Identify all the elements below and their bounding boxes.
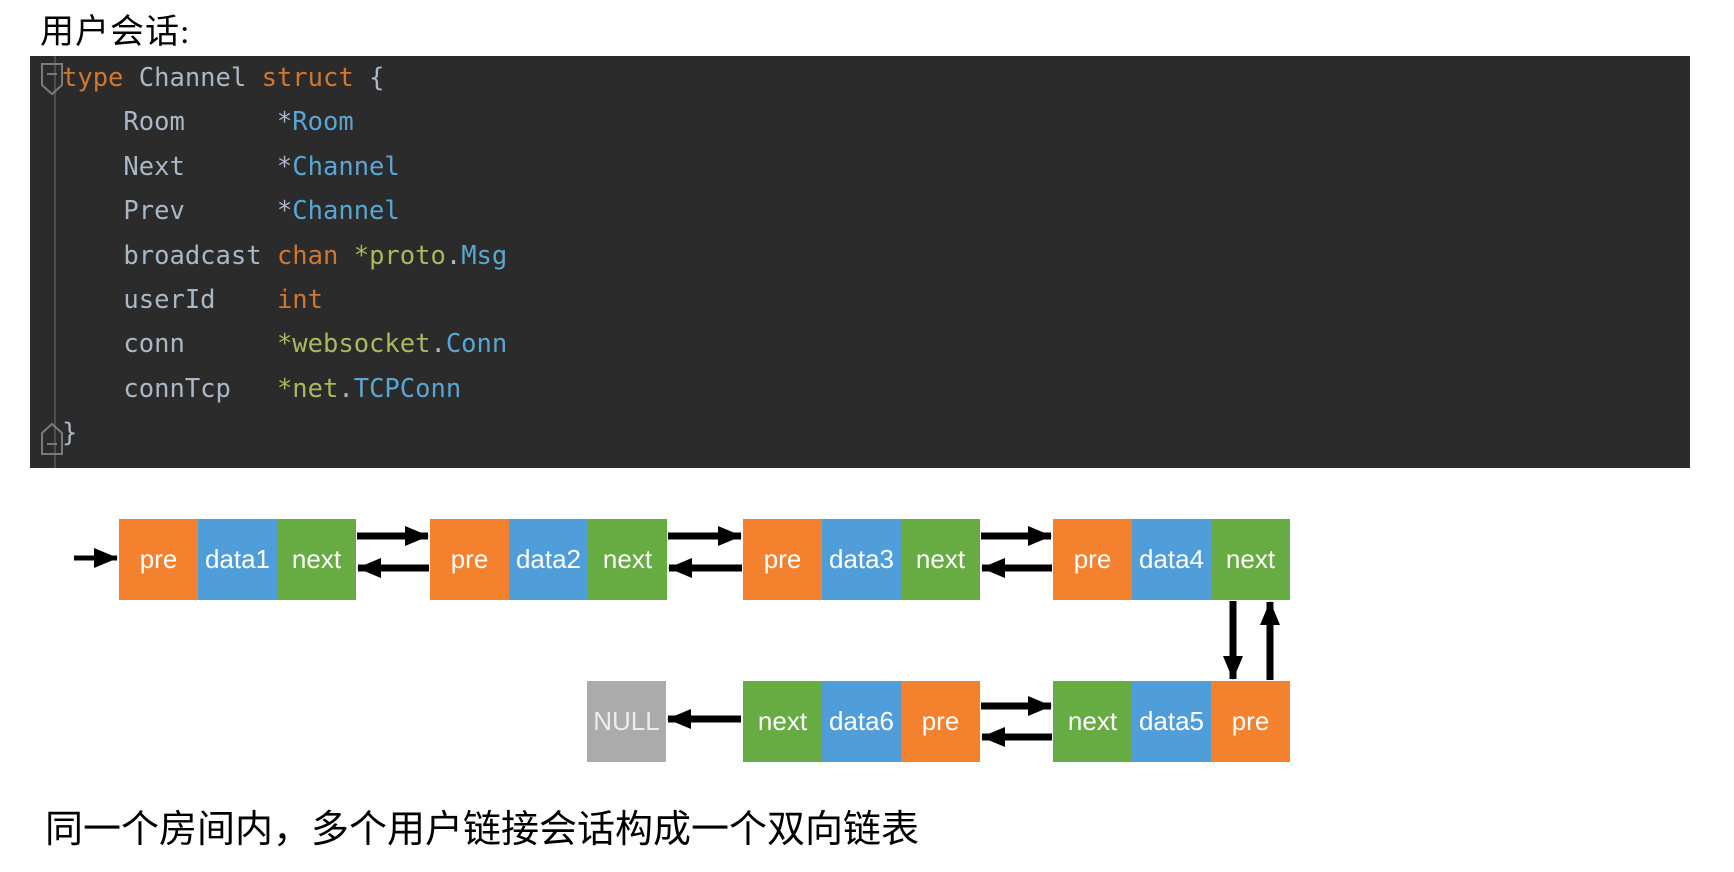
code-token: int: [276, 284, 323, 315]
code-token: Channel: [292, 151, 400, 182]
node1-cell-pre: pre: [119, 519, 198, 600]
code-token: Next *: [62, 151, 293, 182]
code-lines: type Channel struct { Room *Room Next *C…: [62, 56, 507, 456]
code-token: Channel: [123, 63, 262, 93]
page-title: 用户会话:: [40, 14, 191, 51]
node4-cell-data4: data4: [1132, 519, 1211, 600]
code-token: *proto: [353, 240, 446, 271]
diagram-caption: 同一个房间内，多个用户链接会话构成一个双向链表: [45, 809, 920, 851]
code-line: connTcp *net.TCPConn: [62, 367, 507, 411]
node2-cell-next: next: [588, 519, 667, 600]
code-line: Room *Room: [62, 100, 507, 144]
code-token: struct: [261, 63, 354, 93]
code-token: }: [62, 418, 78, 449]
node3-cell-data3: data3: [822, 519, 901, 600]
code-token: .: [445, 240, 462, 271]
node5-cell-next: next: [1053, 681, 1132, 762]
code-token: broadcast: [62, 240, 277, 271]
code-token: Prev *: [62, 196, 293, 227]
node4-cell-next: next: [1211, 519, 1290, 600]
gutter-divider: [54, 56, 56, 468]
null-box: NULL: [587, 681, 666, 762]
node2-cell-pre: pre: [430, 519, 509, 600]
code-line: Next *Channel: [62, 145, 507, 189]
node5-cell-pre: pre: [1211, 681, 1290, 762]
node2-cell-data2: data2: [509, 519, 588, 600]
code-line: Prev *Channel: [62, 189, 507, 233]
code-token: conn: [62, 329, 277, 360]
code-token: chan: [276, 240, 339, 271]
code-token: Msg: [461, 240, 508, 271]
code-token: .: [338, 373, 354, 404]
node1-cell-data1: data1: [198, 519, 277, 600]
code-token: Room: [292, 107, 354, 138]
fold-collapse-bottom-icon[interactable]: [39, 422, 65, 461]
code-line: }: [62, 411, 507, 455]
code-token: {: [353, 63, 385, 93]
node3-cell-next: next: [901, 519, 980, 600]
code-token: connTcp: [62, 373, 277, 404]
code-token: *net: [276, 373, 339, 404]
code-editor[interactable]: type Channel struct { Room *Room Next *C…: [30, 56, 1690, 468]
code-token: Channel: [292, 196, 400, 227]
node6-cell-pre: pre: [901, 681, 980, 762]
code-line: conn *websocket.Conn: [62, 322, 507, 366]
code-token: Conn: [445, 329, 508, 360]
code-token: TCPConn: [353, 373, 462, 404]
code-token: .: [430, 329, 446, 360]
code-line: type Channel struct {: [62, 56, 507, 100]
node5-cell-data5: data5: [1132, 681, 1211, 762]
fold-collapse-top-icon[interactable]: [39, 62, 65, 101]
node6-cell-data6: data6: [822, 681, 901, 762]
code-line: userId int: [62, 278, 507, 322]
node3-cell-pre: pre: [743, 519, 822, 600]
code-token: type: [62, 63, 124, 93]
node1-cell-next: next: [277, 519, 356, 600]
node6-cell-next: next: [743, 681, 822, 762]
code-token: userId: [62, 284, 277, 315]
code-line: broadcast chan *proto.Msg: [62, 234, 507, 278]
code-token: Room *: [62, 107, 293, 138]
node4-cell-pre: pre: [1053, 519, 1132, 600]
code-token: *websocket: [276, 329, 431, 360]
